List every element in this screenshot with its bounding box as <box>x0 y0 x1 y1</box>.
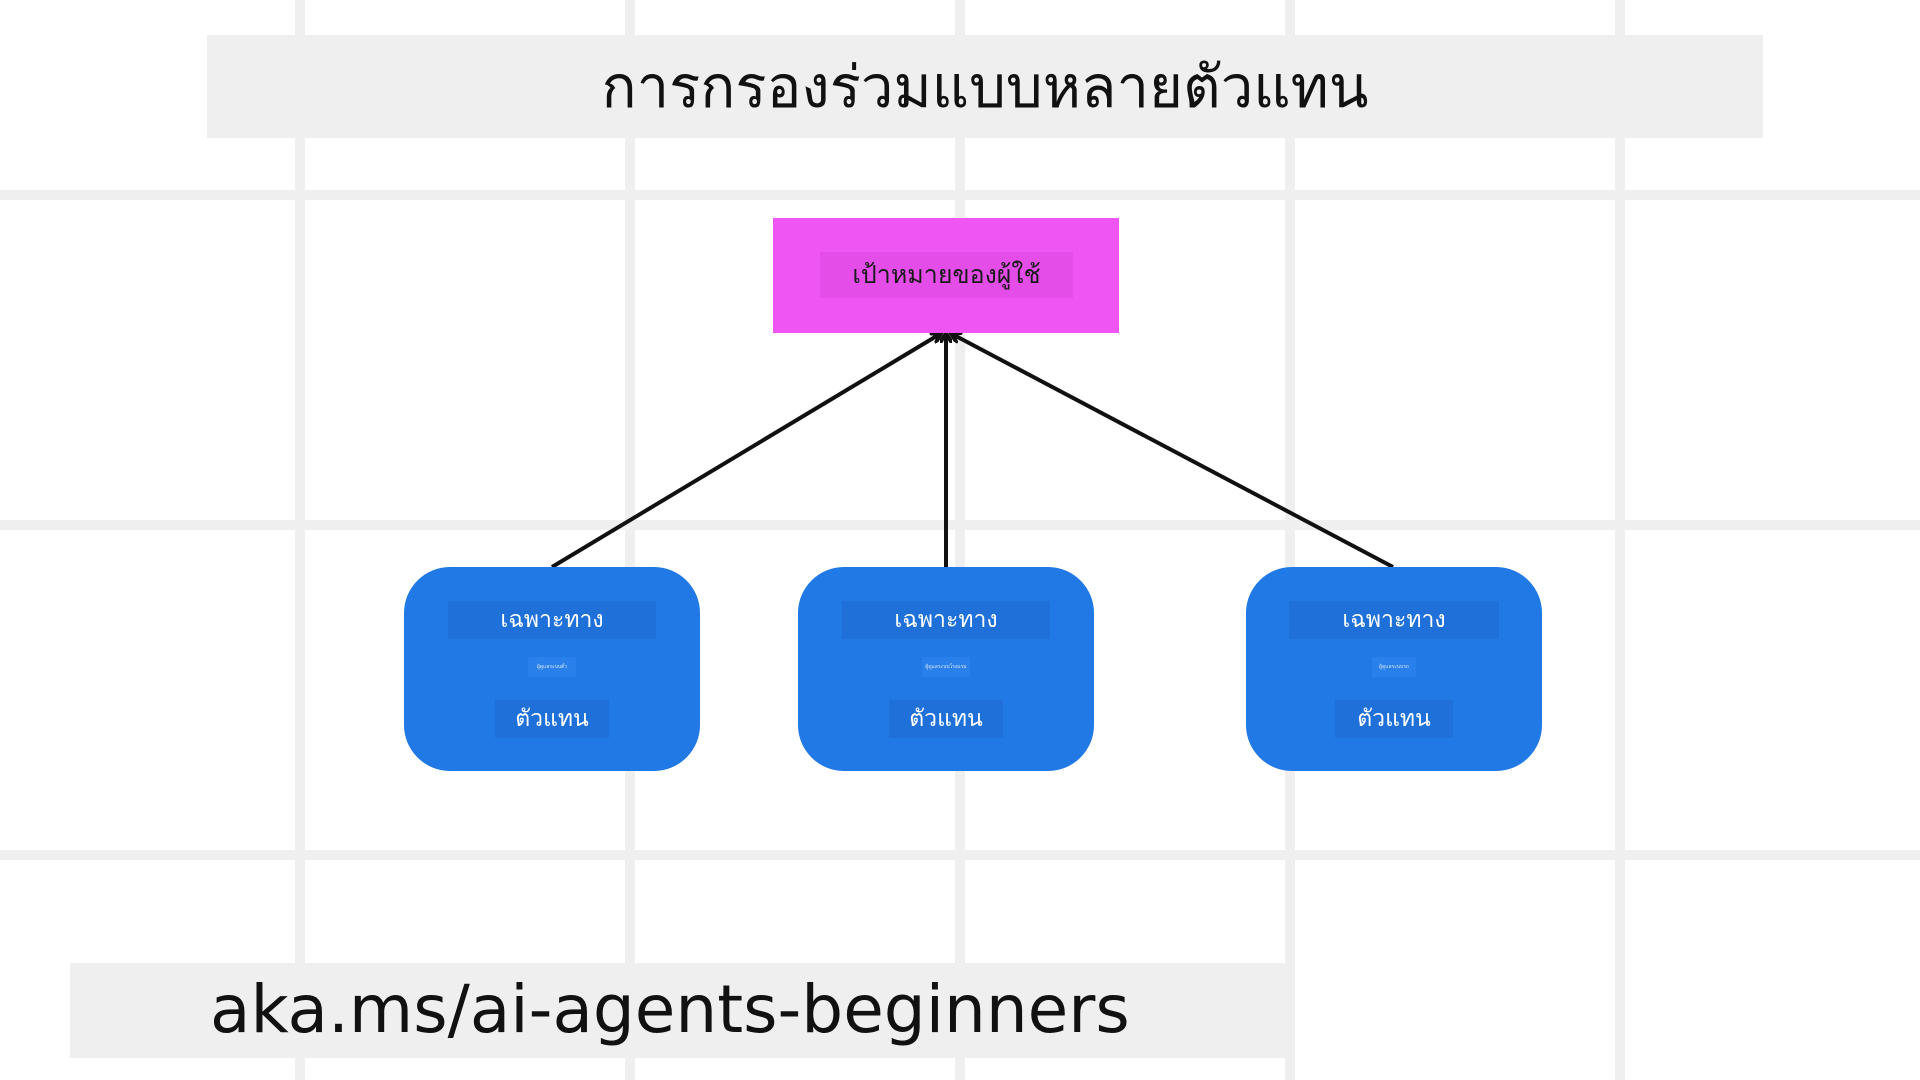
diagram-title: การกรองร่วมแบบหลายตัวแทน <box>601 53 1369 121</box>
title-band: การกรองร่วมแบบหลายตัวแทน <box>207 35 1763 138</box>
grid-line <box>0 850 1920 860</box>
agent-mid-label: ผู้ดูแลระบบโรงแรม <box>922 657 970 677</box>
footer-url: aka.ms/ai-agents-beginners <box>210 971 1130 1048</box>
footer-band: aka.ms/ai-agents-beginners <box>70 963 1286 1058</box>
grid-line <box>625 0 635 1080</box>
agent-top-label: เฉพาะทาง <box>448 601 656 639</box>
user-goal-label: เป้าหมายของผู้ใช้ <box>820 252 1073 298</box>
agent-node-1: เฉพาะทาง ผู้ดูแลระบบตั๋ว ตัวแทน <box>404 567 700 771</box>
agent-mid-label: ผู้ดูแลระบบตั๋ว <box>528 657 576 677</box>
agent-top-label: เฉพาะทาง <box>1289 601 1499 639</box>
agent-bottom-label: ตัวแทน <box>1335 700 1453 738</box>
grid-line <box>295 0 305 1080</box>
grid-line <box>0 520 1920 530</box>
grid-line <box>0 190 1920 200</box>
agent-mid-label: ผู้ดูแลระบบรถ <box>1372 657 1416 677</box>
grid-line <box>955 0 965 1080</box>
agent-node-3: เฉพาะทาง ผู้ดูแลระบบรถ ตัวแทน <box>1246 567 1542 771</box>
user-goal-node: เป้าหมายของผู้ใช้ <box>773 218 1119 333</box>
arrow-agent-3-to-goal <box>952 334 1394 569</box>
agent-bottom-label: ตัวแทน <box>889 700 1003 738</box>
grid-line <box>1615 0 1625 1080</box>
arrow-agent-1-to-goal <box>550 334 940 569</box>
agent-top-label: เฉพาะทาง <box>842 601 1050 639</box>
grid-line <box>1285 0 1295 1080</box>
agent-node-2: เฉพาะทาง ผู้ดูแลระบบโรงแรม ตัวแทน <box>798 567 1094 771</box>
agent-bottom-label: ตัวแทน <box>495 700 609 738</box>
